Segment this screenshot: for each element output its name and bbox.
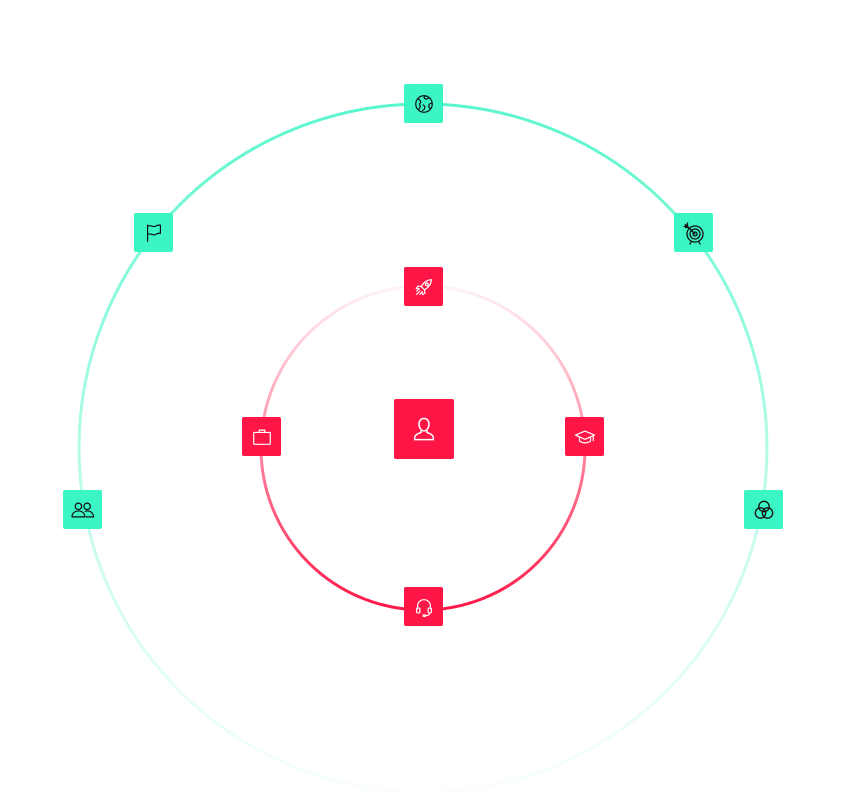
- users-icon: [70, 499, 96, 521]
- inner-node-left[interactable]: [242, 417, 281, 456]
- target-icon: [682, 221, 706, 245]
- inner-node-right[interactable]: [565, 417, 604, 456]
- outer-node-top[interactable]: [404, 84, 443, 123]
- inner-node-bottom[interactable]: [404, 587, 443, 626]
- outer-node-upper-right[interactable]: [674, 213, 713, 252]
- center-node[interactable]: [394, 399, 454, 459]
- rocket-icon: [413, 276, 435, 298]
- outer-node-upper-left[interactable]: [134, 213, 173, 252]
- briefcase-icon: [251, 426, 273, 448]
- flag-icon: [143, 222, 165, 244]
- graduation-cap-icon: [573, 426, 597, 448]
- headset-icon: [413, 596, 435, 618]
- user-icon: [409, 414, 439, 444]
- outer-node-left[interactable]: [63, 490, 102, 529]
- venn-circles-icon: [752, 498, 776, 522]
- globe-icon: [413, 93, 435, 115]
- inner-node-top[interactable]: [404, 267, 443, 306]
- outer-node-right[interactable]: [744, 490, 783, 529]
